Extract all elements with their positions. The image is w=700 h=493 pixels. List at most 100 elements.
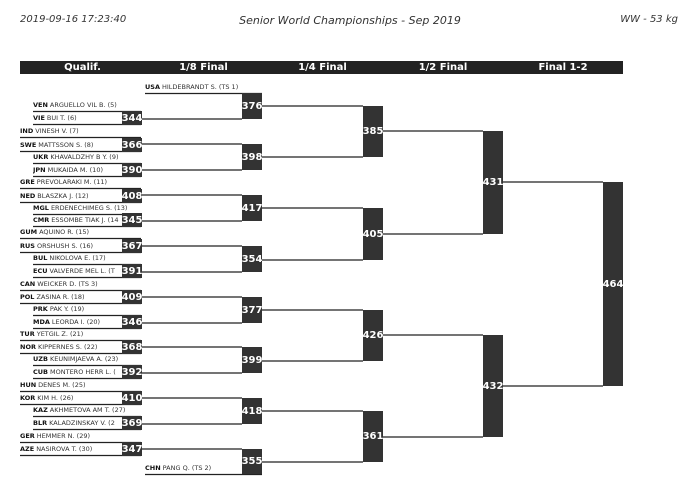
country-code: AZE bbox=[20, 445, 35, 453]
bout-quarter[interactable]: 385 bbox=[363, 106, 383, 157]
wrestler-name: ORSHUSH S. (16) bbox=[36, 242, 94, 250]
country-code: KAZ bbox=[33, 406, 48, 414]
country-code: SWE bbox=[20, 141, 37, 149]
bout-quarter[interactable]: 361 bbox=[363, 411, 383, 462]
country-code: GUM bbox=[20, 228, 38, 236]
bout-final[interactable]: 464 bbox=[603, 182, 623, 386]
bout-qualif[interactable]: 367 bbox=[121, 239, 143, 253]
bout-qualif[interactable]: 408 bbox=[121, 189, 143, 203]
bout-eighth[interactable]: 354 bbox=[242, 246, 262, 272]
bout-qualif[interactable]: 391 bbox=[121, 264, 143, 278]
bout-eighth[interactable]: 376 bbox=[242, 93, 262, 119]
wrestler-name: BLASZKA J. (12) bbox=[37, 192, 89, 200]
bout-eighth[interactable]: 398 bbox=[242, 144, 262, 170]
wrestler-name: AKHMETOVA AM T. (27) bbox=[49, 406, 126, 414]
wrestler-name: DENES M. (25) bbox=[38, 381, 86, 389]
wrestler-name: NASIROVA T. (30) bbox=[36, 445, 93, 453]
weight-category: WW - 53 kg bbox=[620, 14, 678, 25]
country-code: POL bbox=[20, 293, 35, 301]
bout-qualif[interactable]: 346 bbox=[121, 315, 143, 329]
country-code: CHN bbox=[145, 464, 161, 472]
country-code: NOR bbox=[20, 343, 36, 351]
bout-quarter[interactable]: 405 bbox=[363, 208, 383, 260]
bout-semi[interactable]: 432 bbox=[483, 335, 503, 437]
bout-eighth[interactable]: 355 bbox=[242, 449, 262, 474]
wrestler-name: KIM H. (26) bbox=[37, 394, 74, 402]
bout-qualif[interactable]: 392 bbox=[121, 365, 143, 379]
round-final: Final 1-2 bbox=[538, 62, 588, 73]
bout-quarter[interactable]: 426 bbox=[363, 310, 383, 361]
wrestler-name: LEORDA I. (20) bbox=[51, 318, 101, 326]
bout-qualif[interactable]: 369 bbox=[121, 416, 143, 430]
bout-qualif[interactable]: 368 bbox=[121, 340, 143, 354]
bout-qualif[interactable]: 366 bbox=[121, 138, 143, 152]
bout-qualif[interactable]: 409 bbox=[121, 290, 143, 304]
country-code: GRE bbox=[20, 178, 35, 186]
wrestler-name: PANG Q. (TS 2) bbox=[162, 464, 212, 472]
bout-eighth[interactable]: 417 bbox=[242, 195, 262, 221]
round-qualif: Qualif. bbox=[64, 62, 101, 73]
timestamp: 2019-09-16 17:23:40 bbox=[20, 14, 127, 25]
bout-qualif[interactable]: 410 bbox=[121, 391, 143, 405]
wrestler-name: BUI T. (6) bbox=[46, 114, 77, 122]
wrestler-name: KEUNIMJAEVA A. (23) bbox=[49, 355, 119, 363]
bout-qualif[interactable]: 344 bbox=[121, 111, 143, 125]
wrestler-name: VINESH V. (7) bbox=[35, 127, 79, 135]
wrestler-name: VALVERDE MEL L. (T bbox=[49, 267, 115, 275]
bout-qualif[interactable]: 390 bbox=[121, 163, 143, 177]
wrestler-name: AQUINO R. (15) bbox=[39, 228, 90, 236]
wrestler-name: MATTSSON S. (8) bbox=[38, 141, 94, 149]
wrestler-name: NIKOLOVA E. (17) bbox=[49, 254, 106, 262]
country-code: RUS bbox=[20, 242, 35, 250]
country-code: ECU bbox=[33, 267, 48, 275]
wrestler-name: WEICKER D. (TS 3) bbox=[37, 280, 98, 288]
bout-eighth[interactable]: 399 bbox=[242, 347, 262, 373]
wrestler-name: MUKAIDA M. (10) bbox=[47, 166, 103, 174]
country-code: CUB bbox=[33, 368, 49, 376]
bout-qualif[interactable]: 347 bbox=[121, 442, 143, 456]
bout-eighth[interactable]: 377 bbox=[242, 297, 262, 323]
country-code: NED bbox=[20, 192, 36, 200]
bout-eighth[interactable]: 418 bbox=[242, 398, 262, 424]
round-semi: 1/2 Final bbox=[418, 62, 468, 73]
country-code: HUN bbox=[20, 381, 37, 389]
wrestler-name: MONTERO HERR L. ( bbox=[50, 368, 116, 376]
country-code: MGL bbox=[33, 204, 49, 212]
country-code: BLR bbox=[33, 419, 48, 427]
bout-qualif[interactable]: 345 bbox=[121, 213, 143, 227]
country-code: IND bbox=[20, 127, 34, 135]
bout-semi[interactable]: 431 bbox=[483, 131, 503, 234]
wrestler-name: PREVOLARAKI M. (11) bbox=[36, 178, 108, 186]
